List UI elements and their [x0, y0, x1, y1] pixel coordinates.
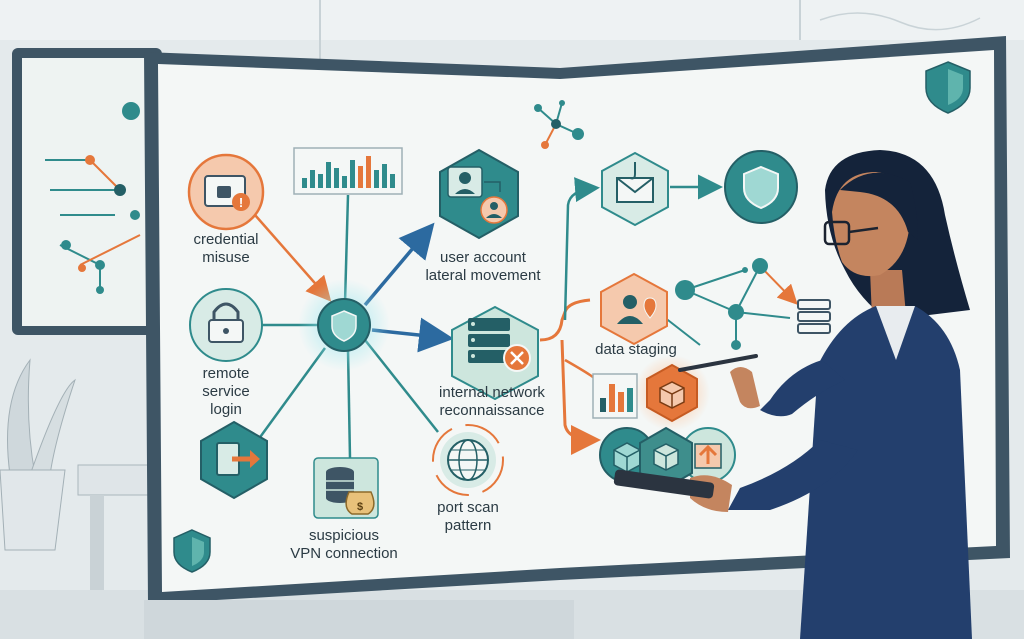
left-monitor	[12, 48, 162, 335]
internal-network-line2: reconnaissance	[439, 402, 544, 419]
internal-network-line1: internal network	[439, 384, 545, 401]
node-credential-misuse[interactable]: ! credential misuse	[187, 153, 265, 266]
bottom-left-shield-icon	[173, 529, 211, 573]
node-internal-network[interactable]: internal network reconnaissance	[439, 305, 545, 419]
top-mini-network	[534, 100, 584, 149]
bar-chart-icon	[600, 384, 633, 412]
port-scan-line1: port scan	[437, 499, 499, 516]
package-icon	[659, 381, 685, 409]
credential-misuse-line2: misuse	[202, 249, 250, 266]
upload-icon	[694, 443, 722, 469]
user-account-line2: lateral movement	[425, 267, 541, 284]
top-right-shield-icon	[925, 61, 971, 114]
node-exfil-group[interactable]	[599, 426, 736, 490]
users-swap-icon	[447, 166, 508, 224]
node-bar-chart[interactable]	[293, 147, 403, 195]
lock-alert-icon: !	[204, 175, 250, 211]
node-port-scan[interactable]: port scan pattern	[432, 424, 504, 534]
node-exit[interactable]	[200, 420, 268, 500]
node-central-shield[interactable]	[298, 279, 390, 371]
padlock-icon	[208, 302, 244, 343]
email-hook-icon	[616, 162, 654, 203]
server-stack-icon	[797, 299, 831, 334]
remote-service-login-line3: login	[210, 401, 242, 418]
shield-icon	[331, 310, 357, 342]
node-suspicious-vpn[interactable]: $ suspicious VPN connection	[290, 457, 398, 562]
node-package[interactable]	[634, 355, 710, 431]
node-remote-service-login[interactable]: remote service login	[189, 288, 263, 418]
user-pin-icon	[617, 295, 657, 324]
plant-decoration	[0, 358, 76, 551]
remote-service-login-line2: service	[202, 383, 250, 400]
data-staging-label: data staging	[595, 341, 677, 358]
user-account-line1: user account	[440, 249, 527, 266]
node-user-account[interactable]: user account lateral movement	[425, 148, 541, 284]
port-scan-line2: pattern	[445, 517, 492, 534]
svg-text:!: !	[239, 195, 243, 210]
server-blocked-icon	[468, 318, 531, 372]
shield-icon	[743, 165, 779, 210]
right-network-graph	[654, 258, 798, 350]
node-small-chart[interactable]	[592, 373, 638, 419]
bar-chart-icon	[302, 156, 395, 188]
node-email-alert[interactable]	[601, 151, 669, 227]
suspicious-vpn-line1: suspicious	[309, 527, 379, 544]
suspicious-vpn-line2: VPN connection	[290, 545, 398, 562]
remote-service-login-line1: remote	[203, 365, 250, 382]
svg-text:$: $	[357, 501, 363, 513]
box-icon	[613, 442, 641, 473]
database-moneybag-icon: $	[326, 467, 375, 515]
node-shield-right[interactable]	[724, 150, 798, 224]
door-exit-icon	[216, 442, 260, 476]
globe-icon	[447, 439, 489, 481]
node-data-staging[interactable]: data staging	[595, 272, 677, 358]
credential-misuse-line1: credential	[193, 231, 258, 248]
cube-icon	[653, 443, 679, 471]
presenter-person	[613, 150, 972, 639]
